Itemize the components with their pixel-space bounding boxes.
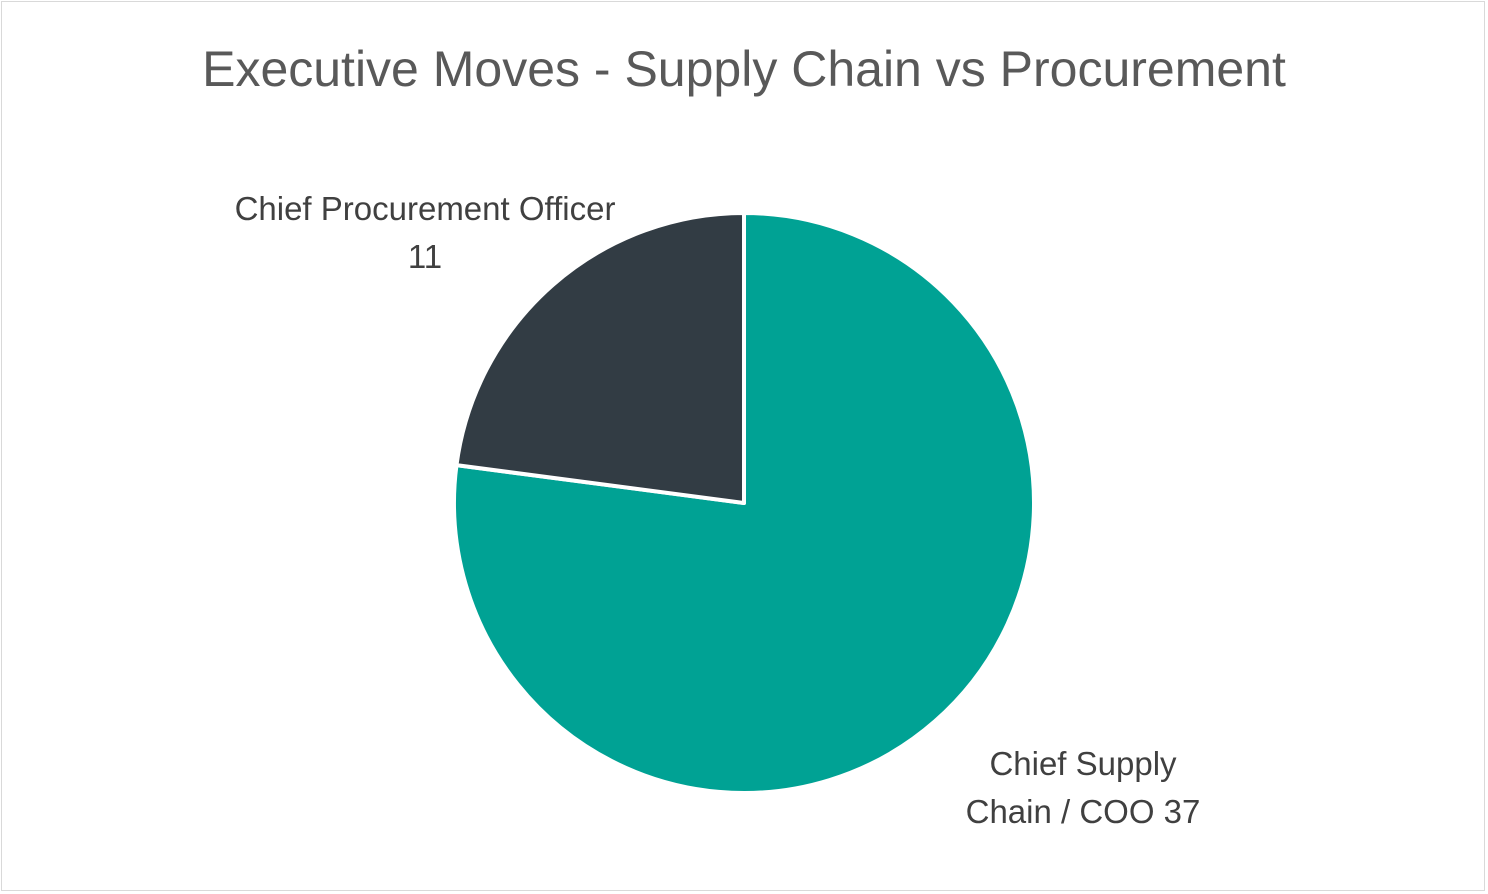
data-label-procurement: Chief Procurement Officer 11	[200, 185, 650, 281]
data-label-supply-chain: Chief Supply Chain / COO 37	[933, 740, 1233, 836]
data-label-procurement-name: Chief Procurement Officer	[234, 190, 616, 227]
chart-title: Executive Moves - Supply Chain vs Procur…	[202, 41, 1286, 97]
data-label-procurement-value: 11	[407, 238, 443, 275]
data-label-supply-chain-name: Chief Supply	[989, 745, 1177, 782]
data-label-supply-chain-value: Chain / COO 37	[965, 793, 1201, 830]
pie-slice-chief-procurement-officer	[454, 211, 746, 505]
